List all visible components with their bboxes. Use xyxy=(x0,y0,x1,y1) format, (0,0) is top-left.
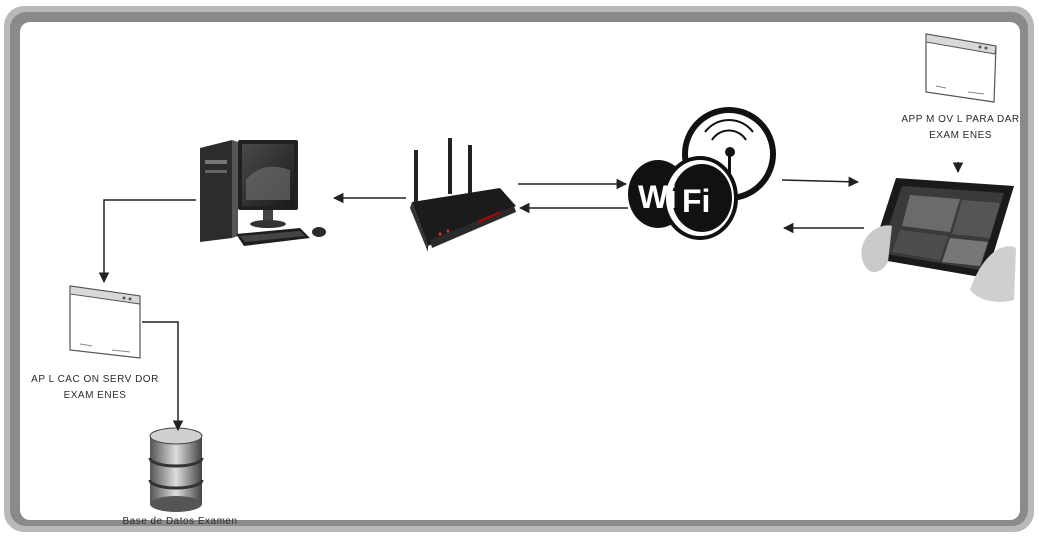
app-movil-label-line2: EXAM ENES xyxy=(878,128,1040,144)
app-servidor-label-line2: EXAM ENES xyxy=(10,388,180,404)
wifi-fi-text: Fi xyxy=(682,183,710,219)
database-icon xyxy=(150,428,202,512)
database-label: Base de Datos Examen xyxy=(100,514,260,530)
app-movil-label: APP M OV L PARA DAR EXAM ENES xyxy=(878,112,1040,144)
app-movil-label-line1: APP M OV L PARA DAR xyxy=(878,112,1040,128)
app-servidor-label-line1: AP L CAC ON SERV DOR xyxy=(10,372,180,388)
window-icon xyxy=(70,286,140,358)
window-icon xyxy=(926,34,996,102)
wifi-wi-text: Wi xyxy=(638,179,677,215)
app-servidor-label: AP L CAC ON SERV DOR EXAM ENES xyxy=(10,372,180,404)
